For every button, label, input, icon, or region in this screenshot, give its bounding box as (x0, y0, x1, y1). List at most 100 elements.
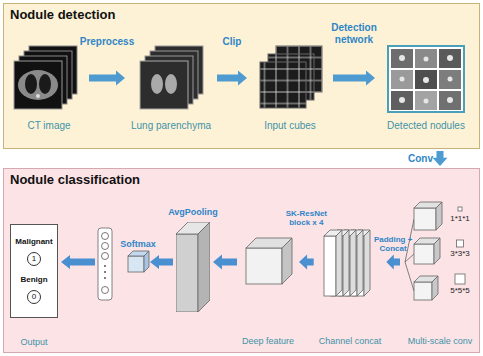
edge-label: Padding + Concat (370, 235, 416, 254)
caption: Detected nodules (387, 120, 465, 132)
neuron (102, 233, 109, 240)
nodule-dot (424, 57, 429, 62)
kernel-square (457, 240, 464, 247)
image-stage: Detected nodules (378, 24, 474, 136)
conv-stage: 1*1*13*3*35*5*5Multi-scale conv (403, 196, 477, 348)
nodule-patch (415, 49, 437, 68)
concat-stage: Channel concat (317, 222, 384, 348)
image-stage: CT image (12, 24, 86, 136)
cube-grid (260, 46, 322, 108)
cube-face (128, 256, 144, 272)
flow-arrow (213, 255, 237, 270)
lung-stack (140, 46, 203, 109)
slab-face (176, 234, 198, 312)
nodule-dot (423, 77, 429, 83)
flow-arrow (386, 255, 400, 270)
caption: Channel concat (319, 336, 382, 347)
nodule-patch (391, 70, 413, 89)
nodule-dot (448, 77, 453, 82)
ct-stack (14, 46, 77, 109)
cube-face (414, 244, 434, 264)
caption: Output (20, 337, 47, 348)
image-stage: Input cubes (250, 24, 330, 136)
merge-line (405, 254, 414, 262)
caption: Multi-scale conv (408, 336, 473, 347)
output-vector (98, 228, 112, 300)
edge-label: SK-ResNet block x 4 (283, 209, 329, 228)
nodule-patch (439, 91, 461, 110)
class-label: Benign (20, 275, 47, 285)
slab-face (198, 222, 210, 312)
neuron (102, 287, 109, 294)
panel-ground (3, 168, 480, 353)
nodule-patch (439, 70, 461, 89)
cube-face (434, 238, 440, 264)
slab-outline (176, 222, 210, 312)
cube-face (432, 276, 438, 300)
flow-arrow (433, 151, 448, 166)
flow-arrow (217, 71, 247, 86)
nodule-frame (388, 46, 464, 112)
kernel-size: 5*5*5 (450, 286, 470, 296)
nodule-patch (415, 70, 437, 89)
slab-face (364, 230, 370, 296)
ct-spine (36, 94, 40, 98)
lung-shape (151, 74, 163, 94)
flow-arrow (299, 255, 314, 270)
cube-face (144, 251, 149, 272)
vector-frame (98, 228, 112, 300)
nodule-patch (391, 49, 413, 68)
nodule-dot (399, 55, 405, 61)
cube-face (282, 238, 292, 284)
pooling-slab: AvgPooling (176, 222, 210, 312)
edge-label: Detection network (325, 22, 383, 46)
neuron (102, 253, 109, 260)
feature-stage: Deep feature (240, 230, 296, 348)
ct-body (18, 70, 58, 100)
slab-face (350, 230, 356, 296)
edge-label: Conv (408, 153, 433, 165)
nodule-patch (439, 49, 461, 68)
softmax-cube (128, 251, 149, 272)
nodule-patch (391, 91, 413, 110)
caption: CT image (27, 120, 70, 132)
nodule-dot (424, 99, 429, 104)
slab-face (336, 230, 342, 296)
kernel-size: 3*3*3 (450, 249, 470, 259)
cube-face (414, 282, 432, 300)
slab-face (343, 230, 349, 296)
neuron (102, 243, 109, 250)
lung-shape (165, 74, 177, 94)
concat-slabs (324, 230, 370, 296)
panel-title: Nodule detection (10, 7, 115, 23)
cube-face (436, 202, 442, 230)
cube-face (414, 208, 436, 230)
edge-label: Preprocess (80, 36, 134, 48)
nodule-dot (447, 55, 453, 61)
caption: Deep feature (242, 336, 294, 347)
flow-arrow (333, 71, 375, 86)
kernel-square (455, 274, 465, 284)
cube-face (246, 248, 282, 284)
slab-face (324, 236, 336, 296)
feature-cube (246, 238, 292, 284)
nodule-dot (399, 97, 405, 103)
caption: Input cubes (264, 120, 316, 132)
ct-slice (14, 61, 62, 109)
merge-line (405, 262, 414, 291)
edge-label: Clip (223, 36, 242, 48)
lung-slice (140, 61, 188, 109)
panel-title: Nodule classification (10, 172, 140, 188)
slab-face (357, 230, 363, 296)
detection-panel: Nodule detection CT image Lung parenchyma I… (3, 3, 480, 149)
class-label: Malignant (15, 237, 52, 247)
nodule-grid (388, 46, 464, 112)
ct-lung (39, 74, 51, 94)
step-label: Softmax (120, 239, 156, 250)
caption: Lung parenchyma (131, 120, 211, 132)
layer-name: AvgPooling (168, 207, 218, 218)
flow-arrow (150, 255, 173, 269)
flow-arrow (89, 71, 125, 86)
nodule-patch (415, 91, 437, 110)
